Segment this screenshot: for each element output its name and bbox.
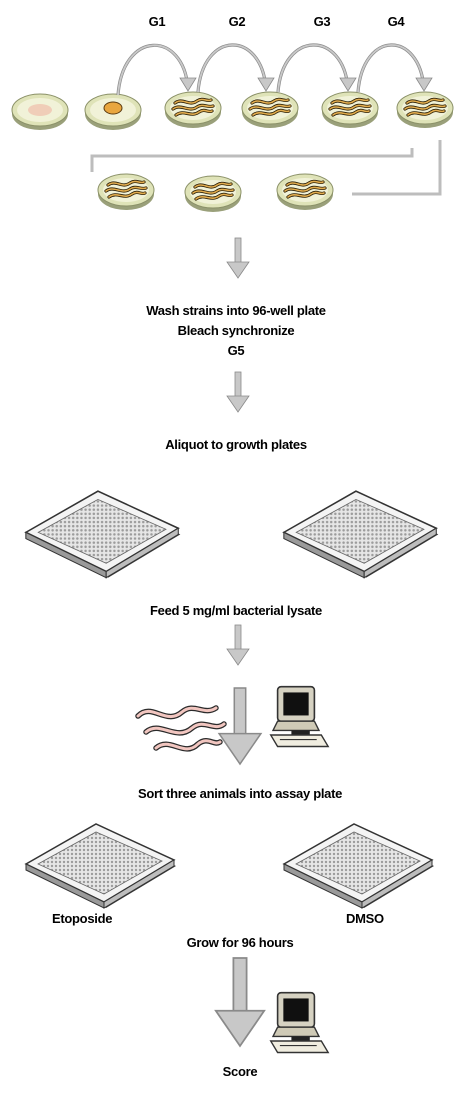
generation-arc-1 bbox=[118, 45, 188, 95]
computer-icon-sorter bbox=[271, 687, 329, 747]
treatment-etoposide-label: Etoposide bbox=[52, 911, 112, 926]
multiwell-plate-icon-growth-left bbox=[26, 491, 181, 578]
generation-arc-bg-2 bbox=[198, 45, 266, 92]
multiwell-plate-icon-growth-right bbox=[284, 491, 439, 578]
generation-arrowhead-2 bbox=[258, 78, 274, 91]
step-bleach-label: Bleach synchronize bbox=[178, 323, 295, 338]
generation-label-g3: G3 bbox=[314, 14, 331, 29]
single-animal-icon bbox=[104, 102, 122, 114]
generation-label-g2: G2 bbox=[229, 14, 246, 29]
step-score-label: Score bbox=[223, 1064, 258, 1079]
bracket-line-right bbox=[352, 140, 440, 194]
step-grow-label: Grow for 96 hours bbox=[187, 935, 294, 950]
step-wash-label: Wash strains into 96-well plate bbox=[146, 303, 326, 318]
down-arrow-icon-5 bbox=[216, 958, 264, 1046]
generation-arc-2 bbox=[198, 45, 266, 92]
computer-icon-scorer bbox=[271, 993, 329, 1053]
generation-label-g1: G1 bbox=[149, 14, 166, 29]
multiwell-plate-icon-assay-right bbox=[284, 824, 434, 908]
treatment-dmso-label: DMSO bbox=[346, 911, 384, 926]
generation-arrowhead-3 bbox=[340, 78, 356, 91]
generation-arc-bg-4 bbox=[358, 45, 424, 92]
step-aliquot-label: Aliquot to growth plates bbox=[165, 437, 307, 452]
step-sort-label: Sort three animals into assay plate bbox=[138, 786, 342, 801]
down-arrow-icon-2 bbox=[227, 372, 249, 412]
step-feed-label: Feed 5 mg/ml bacterial lysate bbox=[150, 603, 322, 618]
down-arrow-icon-1 bbox=[227, 238, 249, 278]
step-g5-label: G5 bbox=[228, 343, 245, 358]
generation-arrowhead-1 bbox=[180, 78, 196, 91]
generation-label-g4: G4 bbox=[388, 14, 405, 29]
down-arrow-icon-3 bbox=[227, 625, 249, 665]
bracket-line-left bbox=[92, 148, 412, 172]
generation-arc-bg-3 bbox=[278, 45, 348, 92]
generation-arc-bg-1 bbox=[118, 45, 188, 95]
generation-arrowhead-4 bbox=[416, 78, 432, 91]
generation-arc-3 bbox=[278, 45, 348, 92]
multiwell-plate-icon-assay-left bbox=[26, 824, 176, 908]
generation-arc-4 bbox=[358, 45, 424, 92]
empty-dish-spot bbox=[28, 104, 52, 116]
